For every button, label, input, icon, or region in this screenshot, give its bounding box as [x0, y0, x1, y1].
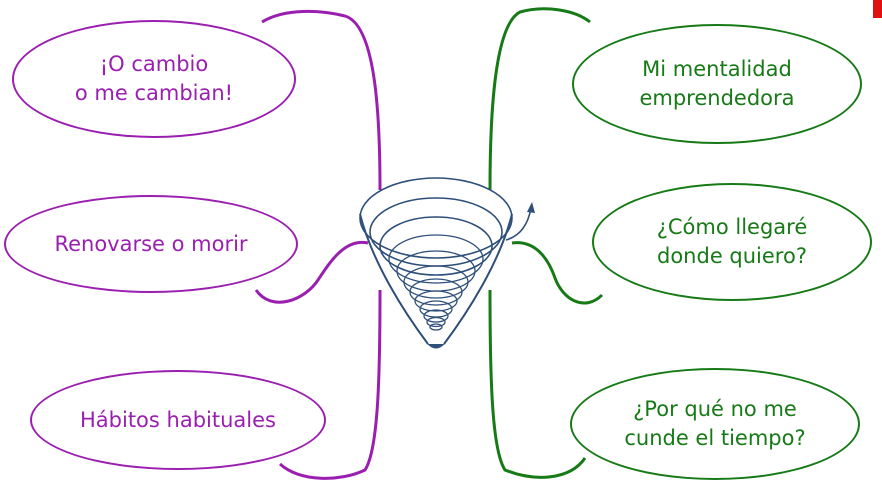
spiral-ring [423, 309, 449, 323]
spiral-ring [403, 265, 469, 299]
left-connector-bottom [278, 289, 382, 480]
node-mentalidad[interactable]: Mi mentalidad emprendedora [572, 24, 862, 144]
node-como-llegare[interactable]: ¿Cómo llegaré donde quiero? [592, 183, 872, 301]
spiral-ring [409, 278, 463, 306]
left-connector-middle [254, 240, 369, 304]
right-connector-top [488, 7, 591, 191]
spiral-ring [379, 216, 493, 276]
corner-accent-mark [873, 0, 882, 18]
cone-outline [359, 213, 513, 345]
spiral-cone-icon [359, 177, 535, 349]
node-por-que[interactable]: ¿Por qué no me cunde el tiempo? [570, 368, 860, 480]
spiral-ring [429, 323, 443, 331]
cone-tip [427, 343, 445, 349]
node-renovarse[interactable]: Renovarse o morir [4, 195, 298, 293]
spiral-ring [359, 177, 513, 259]
spiral-ring [414, 290, 458, 312]
left-connector-top [261, 9, 382, 191]
spiral-arrow-head [527, 202, 535, 213]
node-habitos[interactable]: Hábitos habituales [30, 370, 326, 470]
spiral-ring [388, 234, 484, 284]
right-connector-bottom [488, 289, 587, 479]
right-connector-middle [511, 241, 604, 305]
node-cambio[interactable]: ¡O cambio o me cambian! [12, 20, 296, 138]
spiral-ring [426, 316, 446, 328]
